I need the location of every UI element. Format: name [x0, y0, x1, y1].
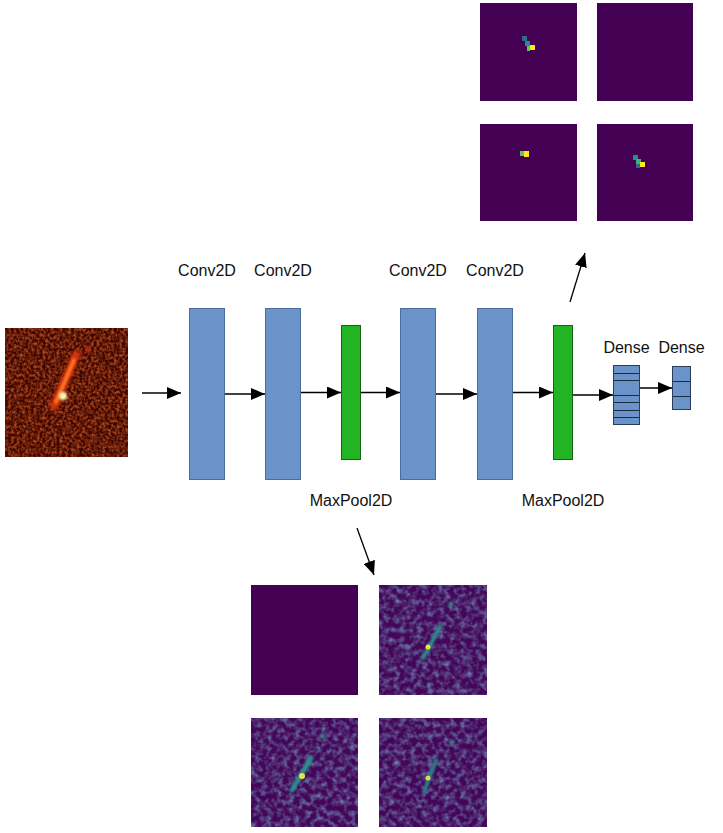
- layer-label: Conv2D: [254, 261, 312, 281]
- input-arrow: [142, 392, 181, 394]
- pool-layer: MaxPool2D: [341, 325, 361, 460]
- layer-label: MaxPool2D: [310, 491, 393, 511]
- flow-arrow: [361, 392, 400, 394]
- feature-maps-bottom: [251, 585, 487, 827]
- dense-layer: Dense: [672, 366, 691, 410]
- flow-arrow: [436, 393, 477, 395]
- flow-arrow: [225, 393, 265, 395]
- feature-arrow: [357, 528, 374, 575]
- feature-maps-top: [480, 3, 693, 221]
- pool-layer: MaxPool2D: [553, 325, 573, 460]
- input-image: [5, 328, 128, 457]
- layer-label: Conv2D: [178, 261, 236, 281]
- flow-arrow: [640, 387, 672, 389]
- layer-label: Conv2D: [466, 261, 524, 281]
- conv-layer: Conv2D: [189, 308, 225, 480]
- conv-layer: Conv2D: [265, 308, 301, 480]
- conv-layer: Conv2D: [400, 308, 436, 480]
- layer-label: Dense: [603, 338, 649, 358]
- layer-label: Dense: [658, 338, 704, 358]
- conv-layer: Conv2D: [477, 308, 513, 480]
- dense-layer: Dense: [613, 365, 640, 425]
- flow-arrow: [573, 394, 613, 396]
- feature-arrow: [570, 253, 585, 302]
- flow-arrow: [513, 392, 553, 394]
- layer-label: MaxPool2D: [522, 491, 605, 511]
- flow-arrow: [301, 392, 341, 394]
- layer-label: Conv2D: [389, 261, 447, 281]
